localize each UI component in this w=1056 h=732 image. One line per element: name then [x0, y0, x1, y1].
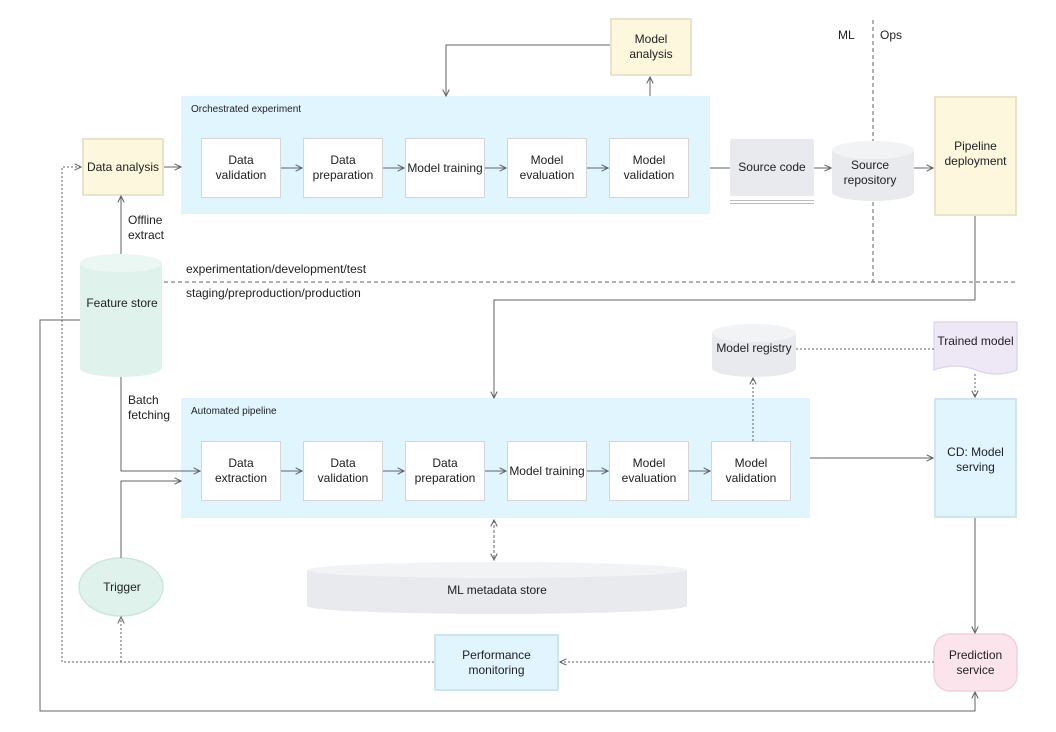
pipe-step-model-validation: Model validation [711, 441, 791, 501]
pipeline-deployment-to-automated-pipeline [494, 216, 976, 398]
trigger-label: Trigger [103, 580, 141, 594]
exp-step-model-evaluation: Model evaluation [507, 138, 587, 198]
source-repository-label: Source repository [843, 158, 897, 187]
pipe-step-model-training: Model training [507, 441, 587, 501]
trained-model-label: Trained model [937, 334, 1014, 348]
feature-store-cylinder [80, 254, 162, 377]
orchestrated-experiment-title: Orchestrated experiment [191, 104, 302, 115]
pipeline-deployment-box: Pipeline deployment [934, 96, 1017, 216]
offline-extract-label: Offline extract [128, 213, 165, 242]
data-analysis-box: Data analysis [82, 138, 164, 196]
lower-zone-label: staging/preproduction/production [186, 286, 361, 300]
model-registry-label: Model registry [716, 341, 792, 355]
exp-step-data-preparation: Data preparation [303, 138, 383, 198]
ml-metadata-store-label: ML metadata store [447, 583, 547, 597]
pipe-step-data-validation: Data validation [303, 441, 383, 501]
model-analysis-to-experiment [446, 44, 610, 96]
upper-zone-label: experimentation/development/test [186, 262, 367, 276]
pipe-step-model-evaluation: Model evaluation [609, 441, 689, 501]
source-code-page-lines [730, 200, 814, 206]
exp-step-model-validation: Model validation [609, 138, 689, 198]
exp-step-data-validation: Data validation [201, 138, 281, 198]
feature-store-label: Feature store [86, 296, 158, 310]
source-code-box: Source code [730, 139, 814, 196]
cd-model-serving-box: CD: Model serving [934, 398, 1017, 518]
performance-monitoring-box: Performance monitoring [434, 634, 559, 691]
trigger-to-pipeline [120, 481, 181, 558]
pipe-step-data-preparation: Data preparation [405, 441, 485, 501]
prediction-service-label: Prediction service [948, 648, 1003, 677]
batch-fetching-label: Batch fetching [128, 393, 171, 422]
ml-zone-label: ML [838, 28, 855, 42]
ops-zone-label: Ops [880, 28, 903, 42]
model-analysis-box: Model analysis [610, 18, 692, 76]
pipe-step-data-extraction: Data extraction [201, 441, 281, 501]
exp-step-model-training: Model training [405, 138, 485, 198]
automated-pipeline-title: Automated pipeline [191, 406, 277, 417]
